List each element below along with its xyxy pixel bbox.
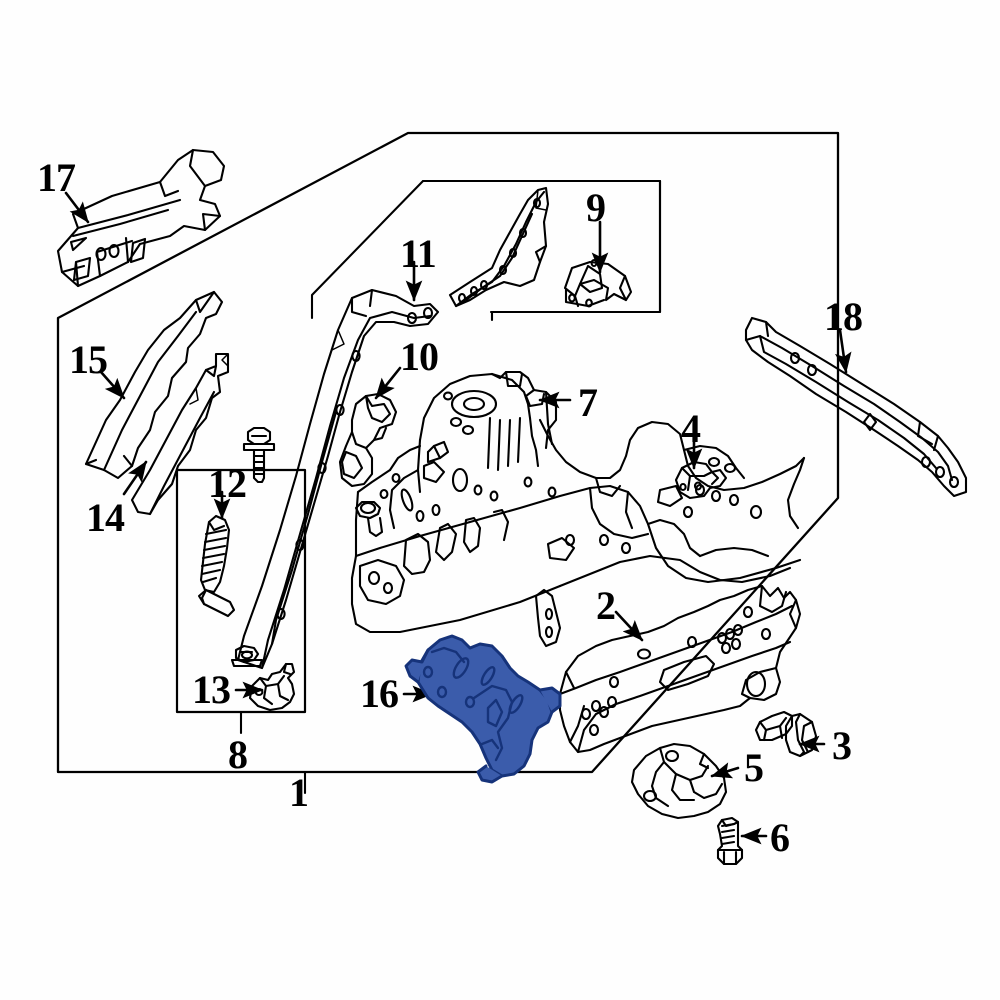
part-3-flange-bolt xyxy=(754,710,818,758)
part-6-short-bolt xyxy=(716,816,744,866)
callout-label-18[interactable]: 18 xyxy=(824,294,863,339)
hex-flange-bolt-upper xyxy=(242,426,276,484)
arrow-10 xyxy=(374,366,402,400)
dowel-pin xyxy=(197,588,236,618)
arrow-14 xyxy=(122,460,148,496)
callout-label-13[interactable]: 13 xyxy=(192,667,231,712)
callout-label-4[interactable]: 4 xyxy=(681,406,701,451)
arrow-5 xyxy=(710,762,740,779)
callout-label-16[interactable]: 16 xyxy=(360,671,399,716)
callout-label-17[interactable]: 17 xyxy=(37,155,76,200)
callout-label-15[interactable]: 15 xyxy=(69,337,108,382)
push-pin-rivet xyxy=(354,500,384,538)
callout-label-12[interactable]: 12 xyxy=(208,461,247,506)
callout-label-9[interactable]: 9 xyxy=(586,185,606,230)
callout-label-8[interactable]: 8 xyxy=(228,732,248,777)
callout-arrows xyxy=(64,191,852,845)
callout-label-10[interactable]: 10 xyxy=(400,334,439,379)
arrow-2 xyxy=(614,610,644,642)
arrow-15 xyxy=(99,370,126,400)
part-17-rail-extension xyxy=(56,148,226,288)
inner-group-boundary-frame xyxy=(310,179,662,322)
part-16-highlighted-bracket[interactable] xyxy=(404,634,562,784)
flange-nut xyxy=(230,644,264,668)
callout-label-5[interactable]: 5 xyxy=(744,745,764,790)
arrow-18 xyxy=(835,328,852,374)
callout-label-1[interactable]: 1 xyxy=(289,770,309,815)
part-12-threaded-stud xyxy=(199,514,231,594)
part-2-front-side-rail xyxy=(558,584,802,754)
part-13-clip-bracket xyxy=(248,662,296,712)
part-5-engine-mount-bracket xyxy=(630,742,728,820)
outer-assembly-boundary xyxy=(56,131,840,774)
part-11-upper-rail-member xyxy=(236,288,440,670)
part-10-hinge-bracket xyxy=(338,392,398,488)
part-9-corner-gusset xyxy=(563,258,633,308)
callout-label-7[interactable]: 7 xyxy=(578,380,598,425)
part-14-inner-reinforcement xyxy=(130,352,230,516)
arrow-17 xyxy=(64,191,90,224)
part-15-upper-reinforcement xyxy=(84,290,224,480)
callout-label-14[interactable]: 14 xyxy=(86,495,125,540)
callout-label-11[interactable]: 11 xyxy=(400,231,437,276)
callout-label-2[interactable]: 2 xyxy=(596,583,616,628)
callout-label-6[interactable]: 6 xyxy=(770,815,790,860)
part-18-cross-member xyxy=(744,316,968,498)
callout-label-3[interactable]: 3 xyxy=(832,723,852,768)
part-11-flange-panel xyxy=(448,186,550,308)
fastener-sub-box xyxy=(175,468,307,714)
part-7-apron-assembly xyxy=(350,370,806,648)
